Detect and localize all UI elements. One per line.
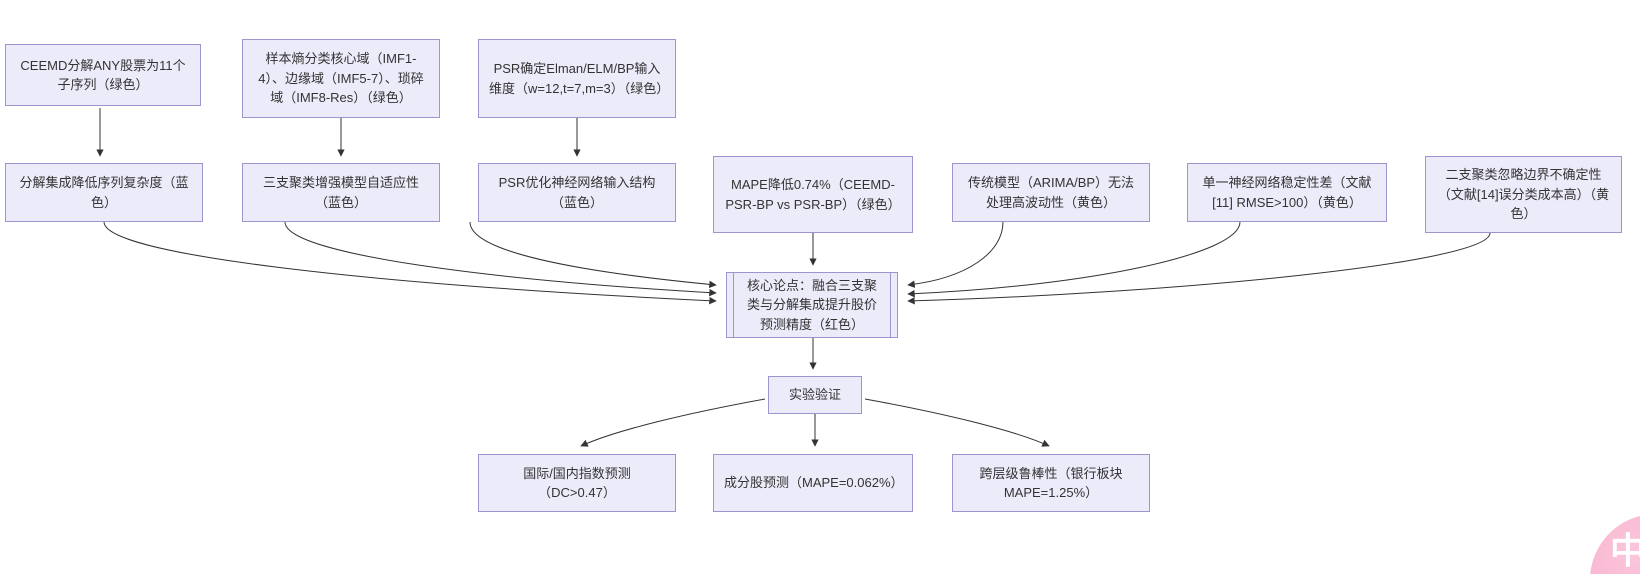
- node-sample-entropy-classification: 样本熵分类核心域（IMF1-4）、边缘域（IMF5-7）、琐碎域（IMF8-Re…: [242, 39, 440, 118]
- node-core-thesis: 核心论点：融合三支聚类与分解集成提升股价预测精度（红色）: [726, 272, 898, 338]
- node-ceemd-decomposition: CEEMD分解ANY股票为11个子序列（绿色）: [5, 44, 201, 106]
- translate-icon: 中A: [1610, 530, 1640, 571]
- edge-experiment-to-index: [580, 398, 766, 447]
- node-index-prediction: 国际/国内指数预测（DC>0.47）: [478, 454, 676, 512]
- edge-psrstructure-to-core: [469, 221, 717, 289]
- edge-twoway-to-core: [907, 232, 1491, 305]
- node-mape-improvement: MAPE降低0.74%（CEEMD-PSR-BP vs PSR-BP）（绿色）: [713, 156, 913, 233]
- node-three-way-adaptivity: 三支聚类增强模型自适应性（蓝色）: [242, 163, 440, 222]
- node-traditional-model-limit: 传统模型（ARIMA/BP）无法处理高波动性（黄色）: [952, 163, 1150, 222]
- edge-threeway-to-core: [284, 221, 717, 297]
- node-psr-input-dimension: PSR确定Elman/ELM/BP输入维度（w=12,t=7,m=3）（绿色）: [478, 39, 676, 118]
- edge-experiment-to-robustness: [864, 398, 1050, 447]
- node-single-nn-instability: 单一神经网络稳定性差（文献[11] RMSE>100）（黄色）: [1187, 163, 1387, 222]
- node-psr-network-structure: PSR优化神经网络输入结构（蓝色）: [478, 163, 676, 222]
- edge-decomp-to-core: [103, 221, 717, 305]
- node-experiment-validation: 实验验证: [768, 376, 862, 414]
- node-decomposition-complexity: 分解集成降低序列复杂度（蓝色）: [5, 163, 203, 222]
- edge-singlenn-to-core: [907, 221, 1241, 298]
- node-two-way-clustering-limit: 二支聚类忽略边界不确定性（文献[14]误分类成本高）（黄色）: [1425, 156, 1622, 233]
- node-cross-level-robustness: 跨层级鲁棒性（银行板块MAPE=1.25%）: [952, 454, 1150, 512]
- edge-traditional-to-core: [907, 221, 1004, 288]
- node-constituent-stock-prediction: 成分股预测（MAPE=0.062%）: [713, 454, 913, 512]
